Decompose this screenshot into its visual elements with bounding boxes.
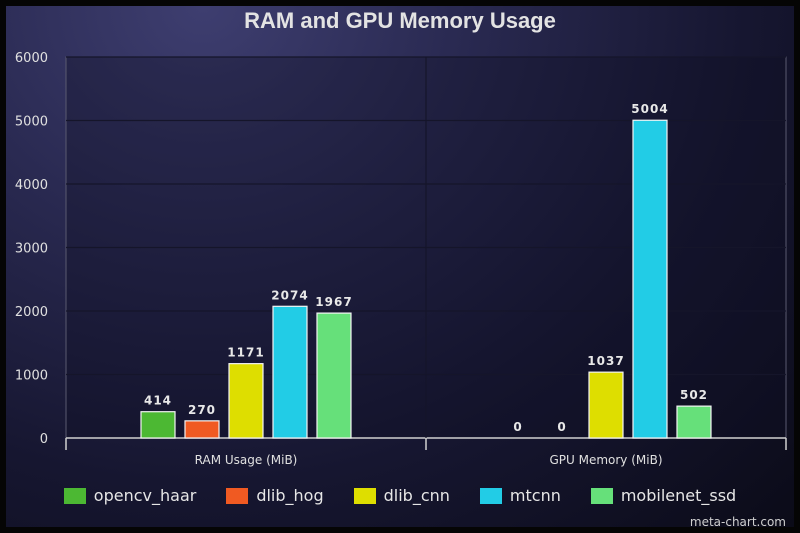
y-tick-label: 6000 [15, 51, 48, 66]
data-label: 1171 [227, 346, 264, 360]
bar [140, 411, 176, 439]
x-tick-label: GPU Memory (MiB) [549, 453, 662, 467]
plot-area: 0 1000 2000 3000 4000 5000 6000 414 270 1171 2074 1… [15, 51, 787, 467]
legend-swatch [353, 487, 376, 504]
y-tick-label: 5000 [15, 115, 48, 130]
data-label: 0 [513, 420, 522, 434]
bar [184, 420, 220, 439]
watermark: meta-chart.com [689, 515, 786, 529]
legend-item: mtcnn [479, 486, 561, 505]
y-tick-label: 2000 [15, 305, 48, 320]
data-label: 5004 [631, 102, 668, 116]
legend-label: opencv_haar [93, 486, 197, 505]
legend-item: mobilenet_ssd [590, 486, 737, 505]
data-label: 0 [557, 420, 566, 434]
bar [272, 305, 308, 439]
y-tick-label: 4000 [15, 178, 48, 193]
legend-item: dlib_cnn [353, 486, 450, 505]
y-tick-label: 0 [40, 432, 48, 447]
bar [588, 371, 624, 439]
y-tick-label: 3000 [15, 242, 48, 257]
data-label: 270 [188, 403, 216, 417]
legend-label: mobilenet_ssd [620, 486, 737, 505]
legend-swatch [63, 487, 86, 504]
bar [676, 405, 712, 439]
y-tick-label: 1000 [15, 369, 48, 384]
bar [632, 119, 668, 439]
legend-swatch [479, 487, 502, 504]
legend-label: mtcnn [509, 486, 561, 505]
legend-item: opencv_haar [63, 486, 197, 505]
legend-label: dlib_hog [256, 486, 324, 505]
data-label: 502 [680, 388, 708, 402]
data-label: 1037 [587, 354, 624, 368]
legend-item: dlib_hog [226, 486, 324, 505]
legend-swatch [226, 487, 249, 504]
data-label: 414 [144, 394, 172, 408]
legend: opencv_haar dlib_hog dlib_cnn mtcnn mobilene… [0, 486, 800, 505]
bar [316, 312, 352, 439]
data-label: 1967 [315, 295, 352, 309]
x-tick-label: RAM Usage (MiB) [195, 453, 298, 467]
bar [228, 363, 264, 439]
data-label: 2074 [271, 288, 308, 302]
legend-label: dlib_cnn [383, 486, 450, 505]
chart-title: RAM and GPU Memory Usage [244, 8, 556, 33]
legend-swatch [590, 487, 613, 504]
